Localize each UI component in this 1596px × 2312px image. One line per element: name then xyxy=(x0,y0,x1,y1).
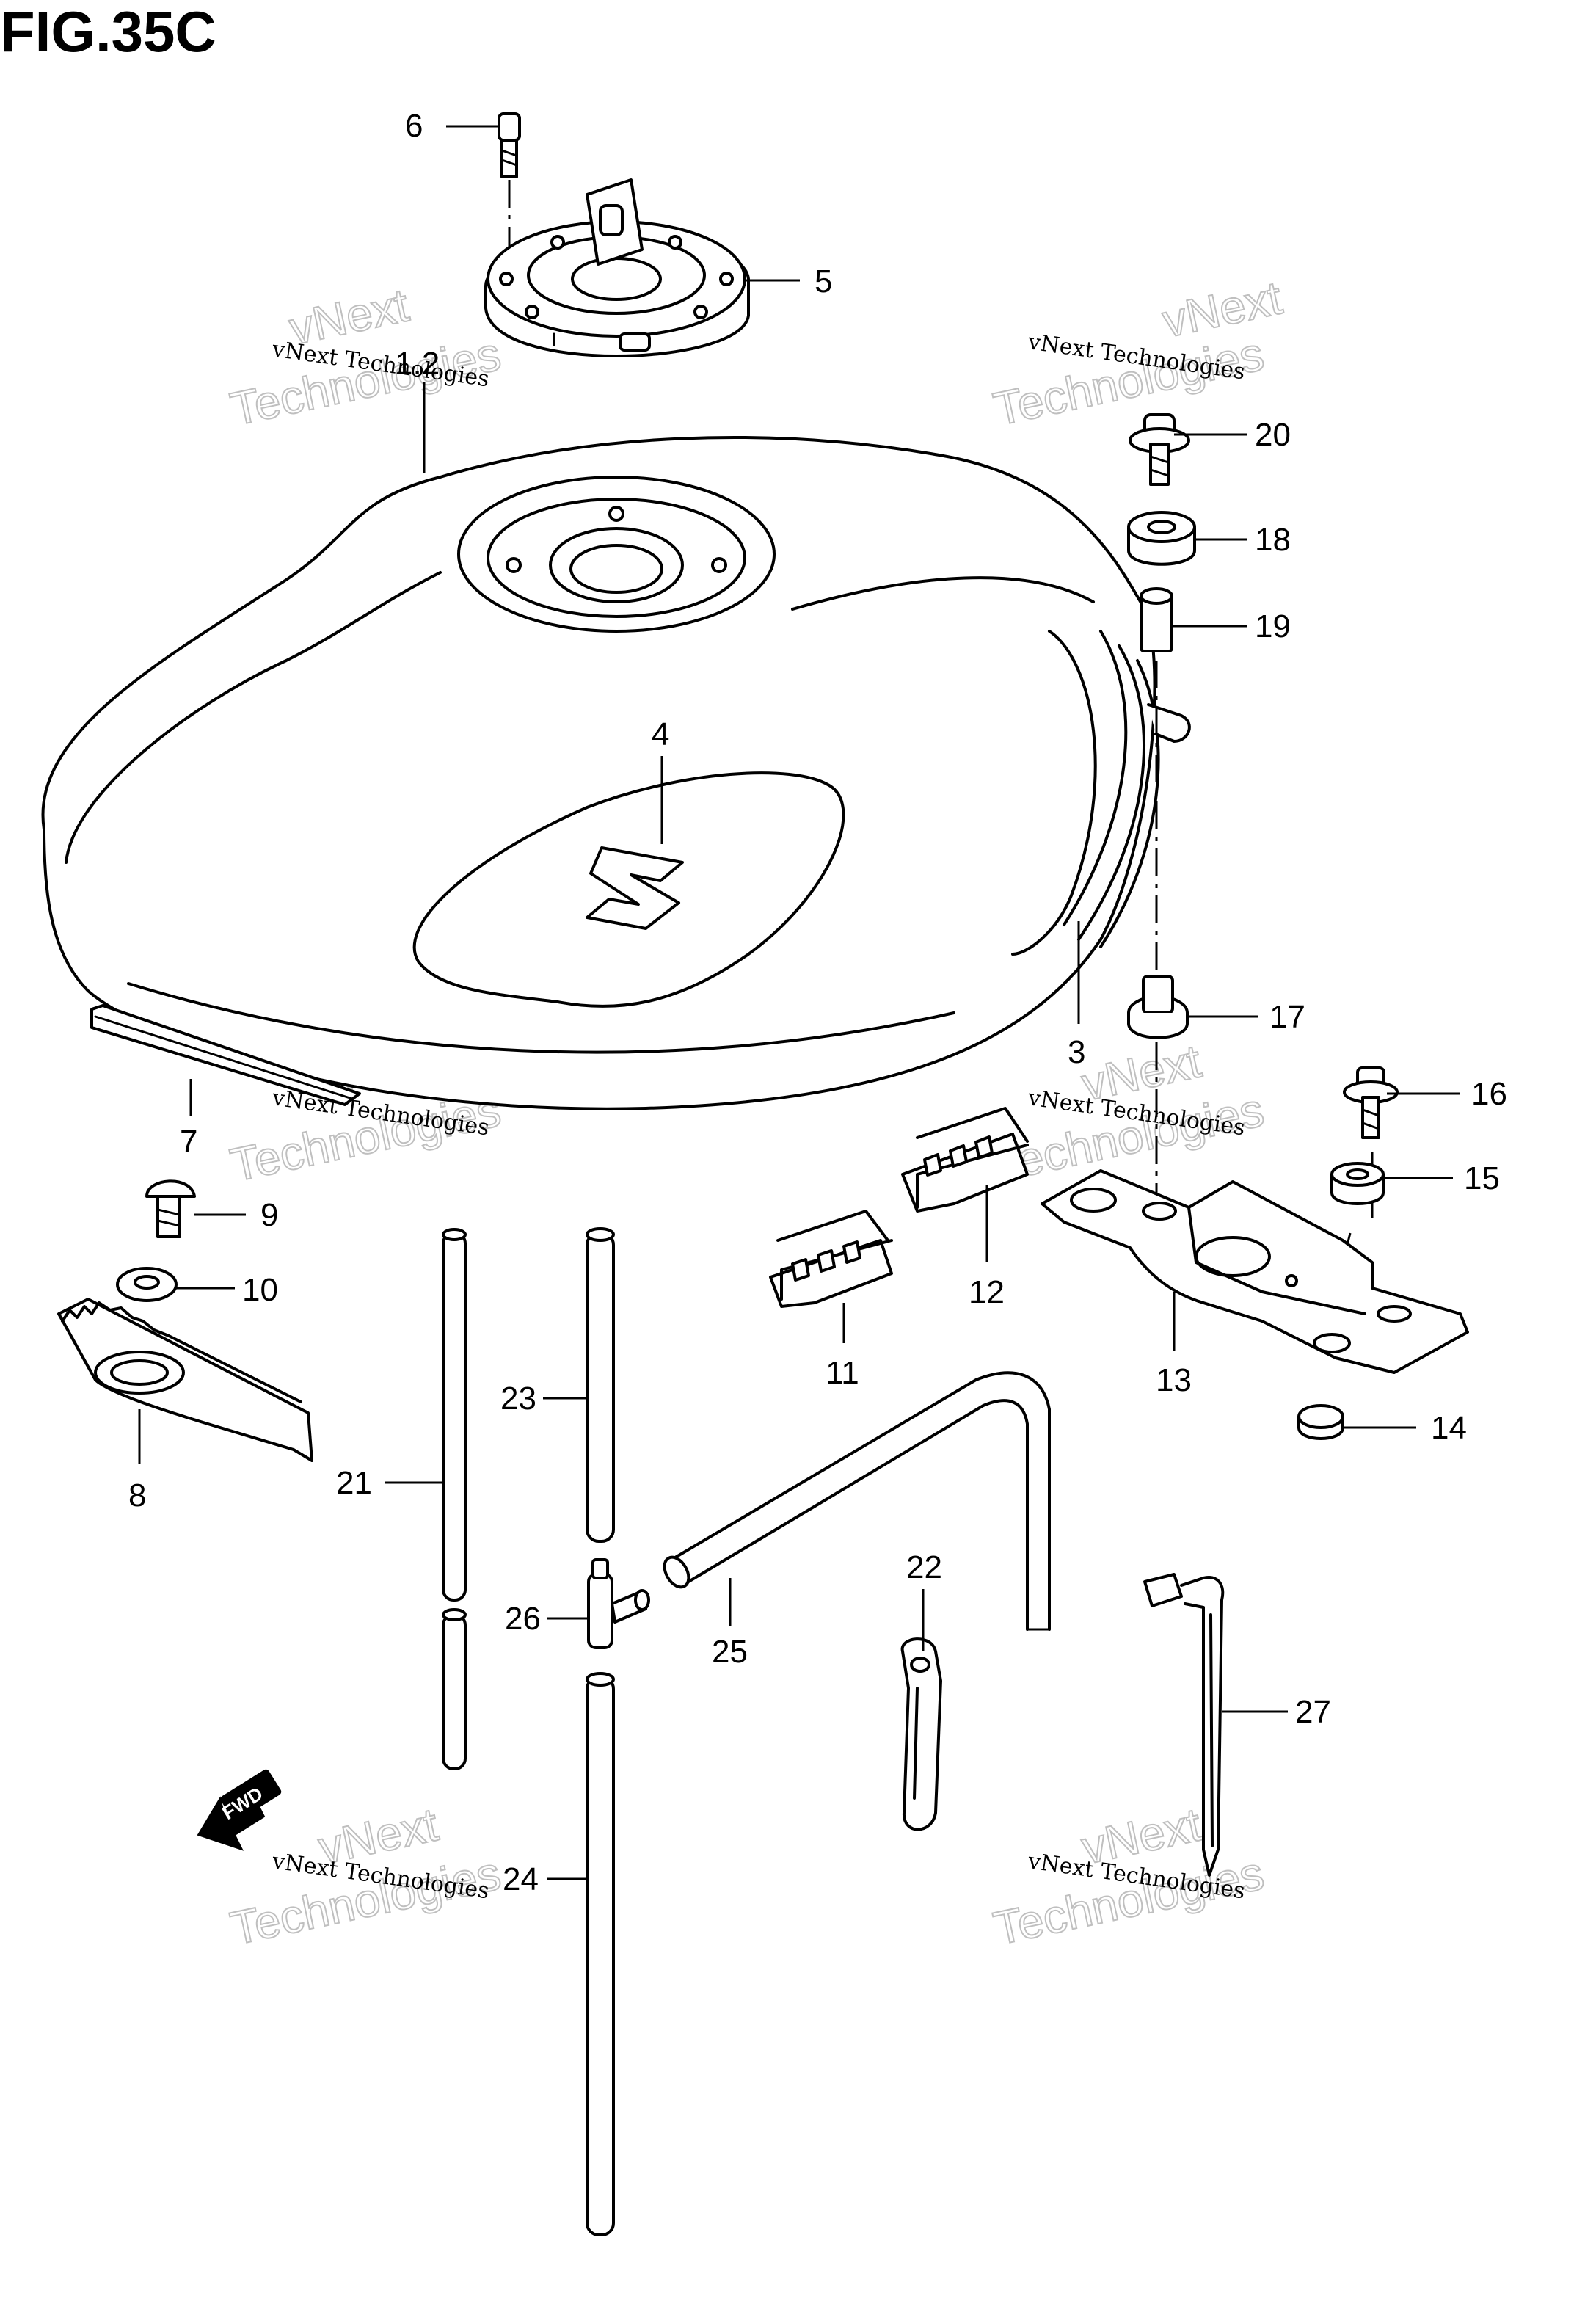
part-fuel-cap-5 xyxy=(484,178,750,357)
callout-27: 27 xyxy=(1295,1694,1331,1730)
callout-22: 22 xyxy=(906,1549,942,1585)
callout-13: 13 xyxy=(1156,1362,1192,1398)
callout-12: 12 xyxy=(969,1274,1005,1310)
watermark-bottom-right: vNext Technologies vNext Technologies xyxy=(988,1797,1269,1955)
part-hose-24 xyxy=(586,1672,615,2236)
callout-11: 11 xyxy=(826,1355,859,1391)
callout-10: 10 xyxy=(242,1272,278,1308)
callout-25: 25 xyxy=(712,1634,748,1670)
part-strip-7 xyxy=(90,1004,361,1106)
part-cushion-12 xyxy=(901,1107,1029,1213)
part-bracket-8 xyxy=(57,1298,313,1462)
part-bolt-16 xyxy=(1343,1066,1399,1139)
part-t-joint-26 xyxy=(587,1558,650,1649)
callout-21: 21 xyxy=(336,1465,372,1501)
part-strap-22 xyxy=(900,1637,942,1831)
callout-9: 9 xyxy=(260,1197,278,1233)
callout-23: 23 xyxy=(500,1381,536,1417)
fwd-arrow-icon: FWD xyxy=(197,1769,282,1851)
callout-7: 7 xyxy=(180,1124,197,1160)
callout-16: 16 xyxy=(1471,1076,1507,1112)
watermark-bottom-left: vNext Technologies vNext Technologies xyxy=(225,1797,506,1955)
part-clip-27 xyxy=(1143,1573,1225,1877)
part-hose-21 xyxy=(442,1228,467,1770)
part-bolt-6 xyxy=(498,112,521,301)
part-bracket-13 xyxy=(1041,1169,1469,1374)
leader-lines xyxy=(138,125,1460,1880)
part-screw-9 xyxy=(145,1179,196,1238)
part-cushion-11 xyxy=(769,1210,893,1308)
part-nut-14 xyxy=(1297,1404,1344,1440)
callout-5: 5 xyxy=(815,263,832,299)
watermark-top-left: vNext Technologies vNext Technologies xyxy=(225,277,506,436)
callouts: 6 5 1.2 4 3 7 9 10 8 11 12 13 14 15 16 1… xyxy=(128,108,1507,1897)
part-bolt-20 xyxy=(1129,413,1190,486)
callout-15: 15 xyxy=(1464,1160,1500,1196)
part-fuel-tank-1-2 xyxy=(41,436,1191,1110)
callout-4: 4 xyxy=(652,716,669,752)
part-bent-hose-25 xyxy=(663,1371,1051,1631)
callout-19: 19 xyxy=(1255,608,1291,644)
callout-26: 26 xyxy=(505,1601,541,1637)
callout-18: 18 xyxy=(1255,522,1291,558)
callout-3: 3 xyxy=(1068,1034,1085,1070)
part-washer-10 xyxy=(116,1267,178,1302)
part-spacer-15 xyxy=(1330,1162,1385,1205)
callout-6: 6 xyxy=(405,108,423,144)
part-hose-23 xyxy=(586,1227,615,1543)
watermark-mid-right: vNext Technologies vNext Technologies xyxy=(988,1033,1269,1192)
figure-title: FIG.35C xyxy=(0,0,216,64)
callout-14: 14 xyxy=(1431,1410,1467,1446)
part-bushing-18 xyxy=(1127,511,1196,566)
callout-1-2: 1.2 xyxy=(395,346,440,382)
callout-24: 24 xyxy=(503,1861,539,1897)
callout-17: 17 xyxy=(1269,999,1305,1035)
part-grommet-17 xyxy=(1127,975,1189,1039)
callout-8: 8 xyxy=(128,1477,146,1513)
part-collar-19 xyxy=(1140,587,1173,652)
watermark-top-right: vNext Technologies vNext Technologies xyxy=(988,270,1287,436)
callout-20: 20 xyxy=(1255,417,1291,453)
